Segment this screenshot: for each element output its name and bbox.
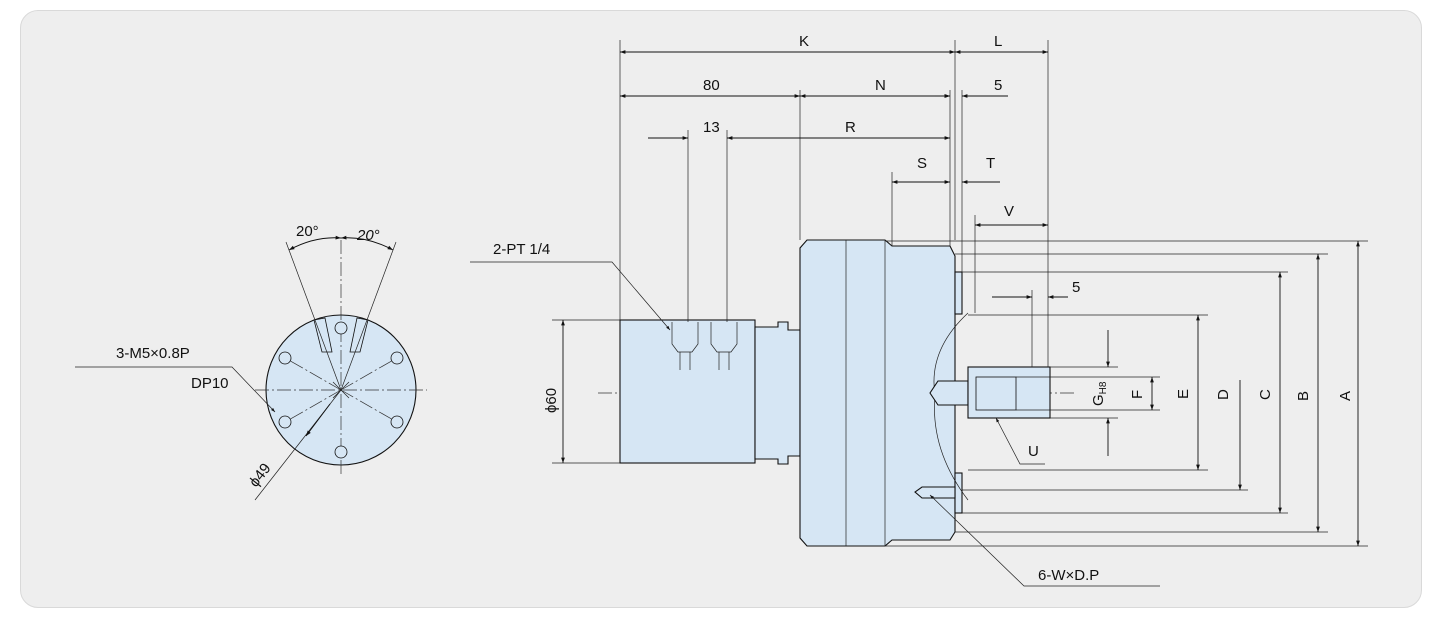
depth-callout: DP10 xyxy=(191,375,229,392)
front-view: 20° 20° 3-M5×0.8P DP10 ϕ49 xyxy=(75,223,427,501)
dim-U-label: U xyxy=(1028,443,1039,460)
angle-line-right xyxy=(340,241,397,391)
dim-T-label: T xyxy=(986,155,995,172)
angle-arc-left xyxy=(288,235,342,251)
angled-port xyxy=(349,317,369,353)
dim-F-label: F xyxy=(1129,390,1146,399)
dim-R-label: R xyxy=(845,119,856,136)
u-leader-line xyxy=(995,417,1045,465)
radial-line xyxy=(340,389,403,426)
shaft-bore xyxy=(975,376,1017,411)
mounting-hole xyxy=(278,415,292,429)
dim-C-label: C xyxy=(1257,389,1274,400)
neck-section xyxy=(754,321,801,465)
dim-A-label: A xyxy=(1337,391,1354,401)
dim-G-label: GH8 xyxy=(1090,381,1109,406)
dim-13-label: 13 xyxy=(703,119,720,136)
hole-callout: 6-W×D.P xyxy=(1038,567,1099,584)
center-bore xyxy=(929,380,969,406)
angle-arc-right xyxy=(340,235,394,251)
dim-B-label: B xyxy=(1295,391,1312,401)
port-leader-line xyxy=(470,261,671,331)
mounting-hole xyxy=(334,445,348,459)
diameter-49-label: ϕ49 xyxy=(246,460,275,490)
dim-G-text: G xyxy=(1090,394,1107,406)
radial-line xyxy=(279,354,342,391)
mounting-hole xyxy=(334,321,348,335)
face-step xyxy=(954,271,963,315)
angle-line-left xyxy=(285,241,342,391)
dim-5-shaft-label: 5 xyxy=(1072,279,1080,296)
port-hole xyxy=(710,322,738,353)
angle-label-left: 20° xyxy=(296,223,319,240)
mounting-hole xyxy=(278,351,292,365)
dim-N-label: N xyxy=(875,77,886,94)
drawing-panel xyxy=(20,10,1422,608)
radial-line xyxy=(340,354,403,391)
face-step xyxy=(954,472,963,514)
dim-E-label: E xyxy=(1175,389,1192,399)
dim-D-label: D xyxy=(1215,389,1232,400)
side-view: K L 80 N 5 13 R S T V 5 2-PT 1/4 ϕ60 xyxy=(470,33,1368,587)
dim-60-label: ϕ60 xyxy=(543,388,560,413)
dim-80-label: 80 xyxy=(703,77,720,94)
angled-port xyxy=(313,317,333,353)
mounting-hole xyxy=(390,415,404,429)
dim-L-label: L xyxy=(994,33,1002,50)
hole-leader-line xyxy=(929,494,1160,587)
tapped-hole xyxy=(914,486,956,499)
dim-S-label: S xyxy=(917,155,927,172)
dim-5-top-label: 5 xyxy=(994,77,1002,94)
dim-G-subscript: H8 xyxy=(1098,381,1109,394)
dim-V-label: V xyxy=(1004,203,1014,220)
radial-line xyxy=(279,389,342,426)
thread-callout: 3-M5×0.8P xyxy=(116,345,190,362)
dim-K-label: K xyxy=(799,33,809,50)
port-hole xyxy=(671,322,699,353)
mounting-hole xyxy=(390,351,404,365)
angle-label-right: 20° xyxy=(356,227,380,244)
diameter-arrow xyxy=(305,403,331,437)
port-callout: 2-PT 1/4 xyxy=(493,241,550,258)
thread-leader-line xyxy=(75,366,276,413)
rear-cylinder xyxy=(619,319,756,464)
